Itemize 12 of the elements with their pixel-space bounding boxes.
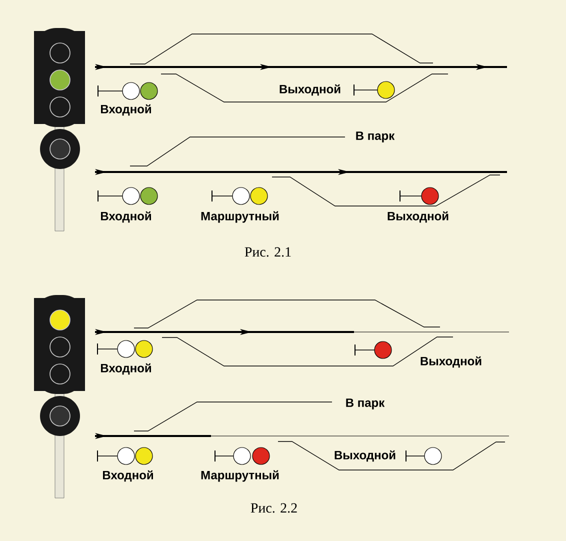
signal-label: Маршрутный: [200, 210, 280, 224]
signal-label: Выходной: [418, 355, 484, 369]
signal-label: В парк: [354, 130, 396, 144]
signal-label: Выходной: [386, 210, 450, 224]
signal-label: В парк: [344, 398, 386, 410]
signal-label: Маршрутный: [200, 469, 280, 483]
signal-label: Выходной: [332, 449, 398, 463]
signal-label: Входной: [99, 210, 153, 224]
signal-label: Входной: [99, 362, 153, 376]
signal-label: Входной: [101, 469, 155, 483]
signal-label: Выходной: [278, 83, 342, 97]
signal-label: Входной: [99, 103, 153, 117]
